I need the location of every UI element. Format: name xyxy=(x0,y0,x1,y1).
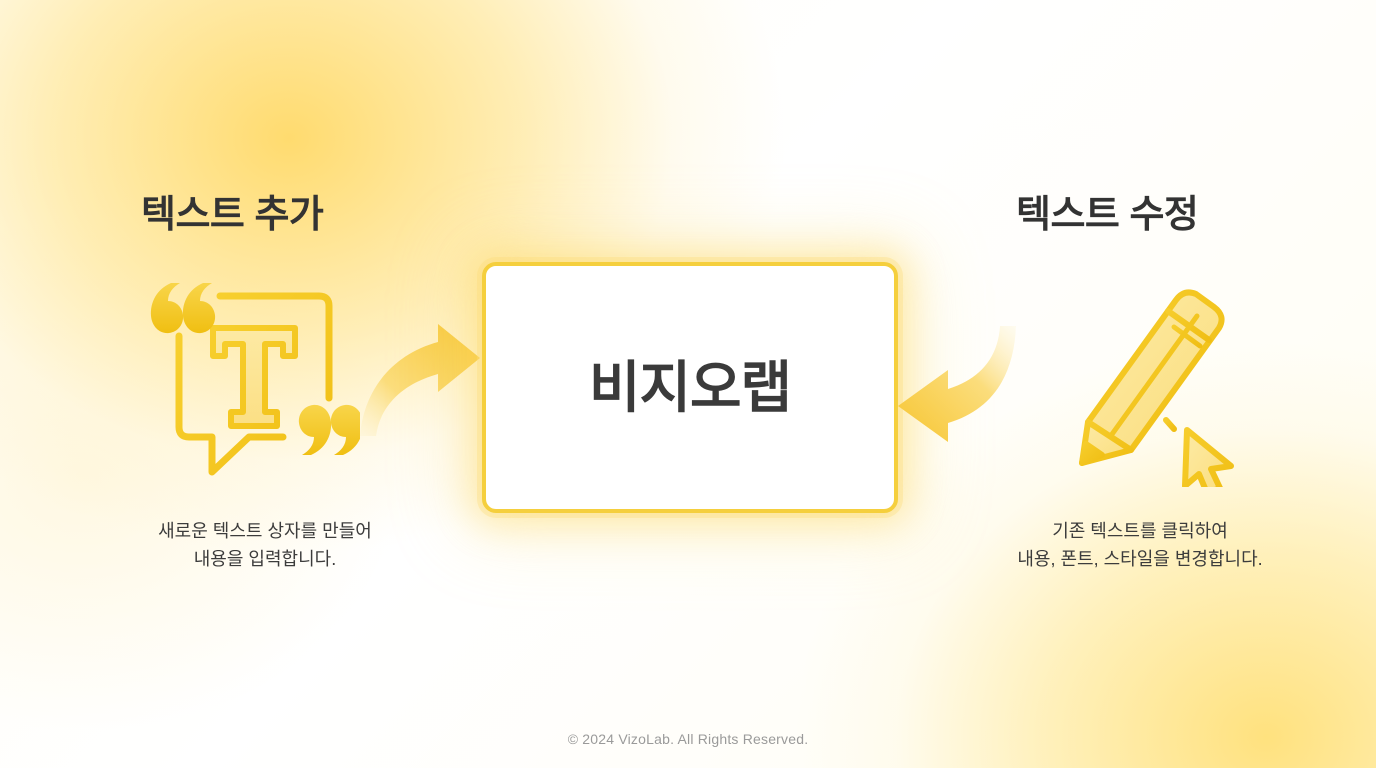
left-panel-caption: 새로운 텍스트 상자를 만들어 내용을 입력합니다. xyxy=(158,521,372,569)
center-brand-card: 비지오랩 xyxy=(482,262,898,513)
right-panel-caption: 기존 텍스트를 클릭하여 내용, 폰트, 스타일을 변경합니다. xyxy=(1017,521,1263,569)
center-brand-label: 비지오랩 xyxy=(588,355,792,419)
curved-arrow-left-icon xyxy=(898,326,1016,442)
pencil-edit-cursor-icon xyxy=(1028,289,1234,487)
right-panel-heading: 텍스트 수정 xyxy=(1016,194,1199,236)
footer-copyright: © 2024 VizoLab. All Rights Reserved. xyxy=(567,731,809,747)
left-panel-heading: 텍스트 추가 xyxy=(141,194,324,236)
speech-bubble-text-icon xyxy=(150,283,360,476)
curved-arrow-right-icon xyxy=(360,324,480,436)
